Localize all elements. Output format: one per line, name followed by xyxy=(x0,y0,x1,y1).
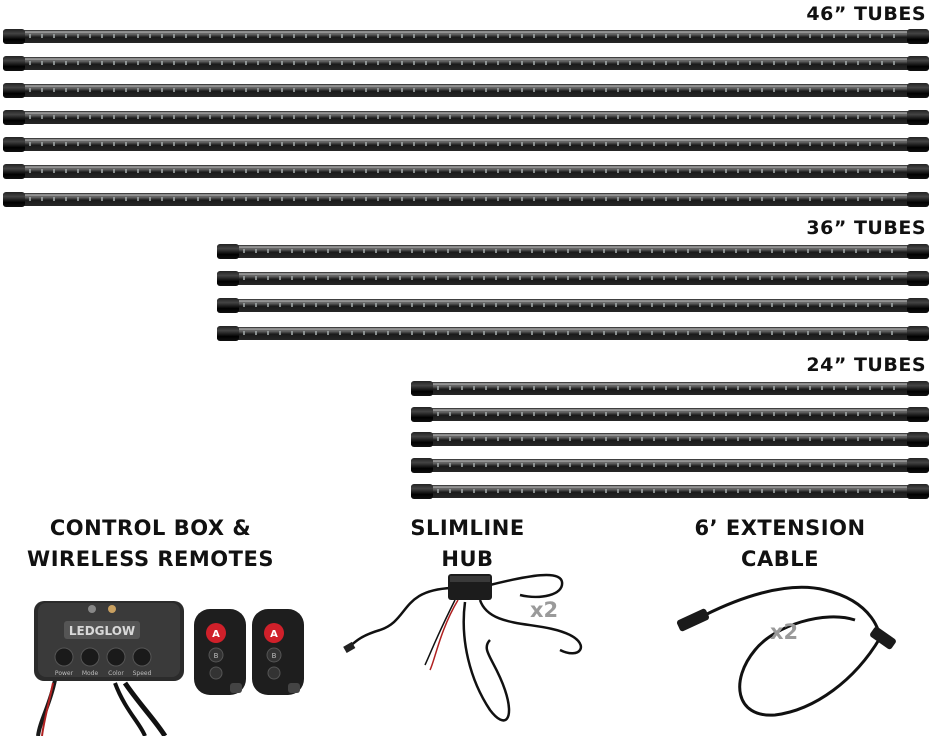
tube-46 xyxy=(3,83,929,98)
remote-button-a: A xyxy=(270,629,278,640)
tube-46 xyxy=(3,137,929,152)
extension-title: 6’ EXTENSION CABLE xyxy=(660,513,900,575)
extension-quantity: x2 xyxy=(770,620,799,644)
tube-36 xyxy=(217,244,929,259)
wireless-remote-image: A B xyxy=(252,609,304,695)
remote-button-b: B xyxy=(272,652,277,660)
tube-46 xyxy=(3,29,929,44)
tube-24 xyxy=(411,458,929,473)
extension-title-line1: 6’ EXTENSION xyxy=(694,516,866,540)
wireless-remote-image: A B xyxy=(194,609,246,695)
slimline-hub-image xyxy=(343,573,583,722)
tube-46 xyxy=(3,192,929,207)
tube-36 xyxy=(217,326,929,341)
control-box-brand: LEDGLOW xyxy=(69,624,135,638)
tube-46 xyxy=(3,164,929,179)
extension-cable-image xyxy=(676,585,896,717)
tube-36 xyxy=(217,298,929,313)
hub-title-line2: HUB xyxy=(441,547,494,571)
control-button-power: Power xyxy=(55,670,74,677)
tube-36 xyxy=(217,271,929,286)
hub-quantity: x2 xyxy=(530,598,559,622)
tubes-46-label: 46” TUBES xyxy=(806,3,926,25)
remote-button-b: B xyxy=(214,652,219,660)
tube-24 xyxy=(411,407,929,422)
remote-button-a: A xyxy=(212,629,220,640)
tube-24 xyxy=(411,381,929,396)
control-box-title-line1: CONTROL BOX & xyxy=(49,516,252,540)
control-box-title-line2: WIRELESS REMOTES xyxy=(27,547,274,571)
tube-46 xyxy=(3,56,929,71)
tube-24 xyxy=(411,432,929,447)
tube-24 xyxy=(411,484,929,499)
control-box-image: LEDGLOW Power Mode Color Speed xyxy=(34,601,184,736)
control-button-speed: Speed xyxy=(133,670,152,677)
control-button-color: Color xyxy=(108,670,124,677)
tube-46 xyxy=(3,110,929,125)
tubes-24-label: 24” TUBES xyxy=(806,354,926,376)
control-box-title: CONTROL BOX & WIRELESS REMOTES xyxy=(8,513,293,575)
hub-title-line1: SLIMLINE xyxy=(410,516,525,540)
control-button-mode: Mode xyxy=(82,670,99,677)
tubes-36-label: 36” TUBES xyxy=(806,217,926,239)
hub-title: SLIMLINE HUB xyxy=(380,513,555,575)
extension-title-line2: CABLE xyxy=(741,547,819,571)
